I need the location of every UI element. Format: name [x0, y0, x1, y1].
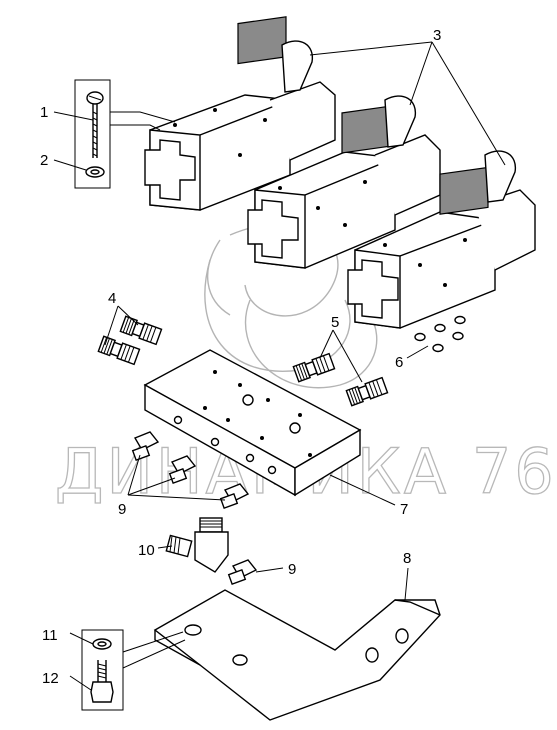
solenoid-valve-2 — [247, 95, 441, 269]
elbow-fitting-10 — [165, 517, 229, 573]
fitting-pair-5 — [292, 352, 389, 407]
manifold-block-7 — [143, 349, 362, 497]
callout-3: 3 — [433, 27, 441, 44]
o-ring-set-6 — [414, 315, 466, 353]
callout-12: 12 — [42, 670, 59, 687]
fitting-pair-4 — [97, 315, 163, 366]
callout-2: 2 — [40, 152, 48, 169]
mounting-bracket-8 — [153, 589, 441, 721]
callout-11: 11 — [42, 627, 58, 644]
callout-7: 7 — [400, 501, 408, 518]
callout-8: 8 — [403, 550, 411, 567]
callout-9-lower: 9 — [288, 561, 296, 578]
callout-10: 10 — [138, 542, 155, 559]
callout-5: 5 — [331, 314, 339, 331]
callout-9-upper: 9 — [118, 501, 126, 518]
solenoid-valve-3 — [347, 150, 536, 329]
callout-6: 6 — [395, 354, 403, 371]
callout-4: 4 — [108, 290, 116, 307]
leader-lines — [53, 41, 506, 691]
solenoid-valve-1 — [144, 16, 336, 211]
callout-1: 1 — [40, 104, 48, 121]
plug-set-9 — [131, 431, 258, 585]
screw-and-washer-group — [74, 79, 176, 189]
bolt-and-washer-group — [81, 629, 186, 711]
